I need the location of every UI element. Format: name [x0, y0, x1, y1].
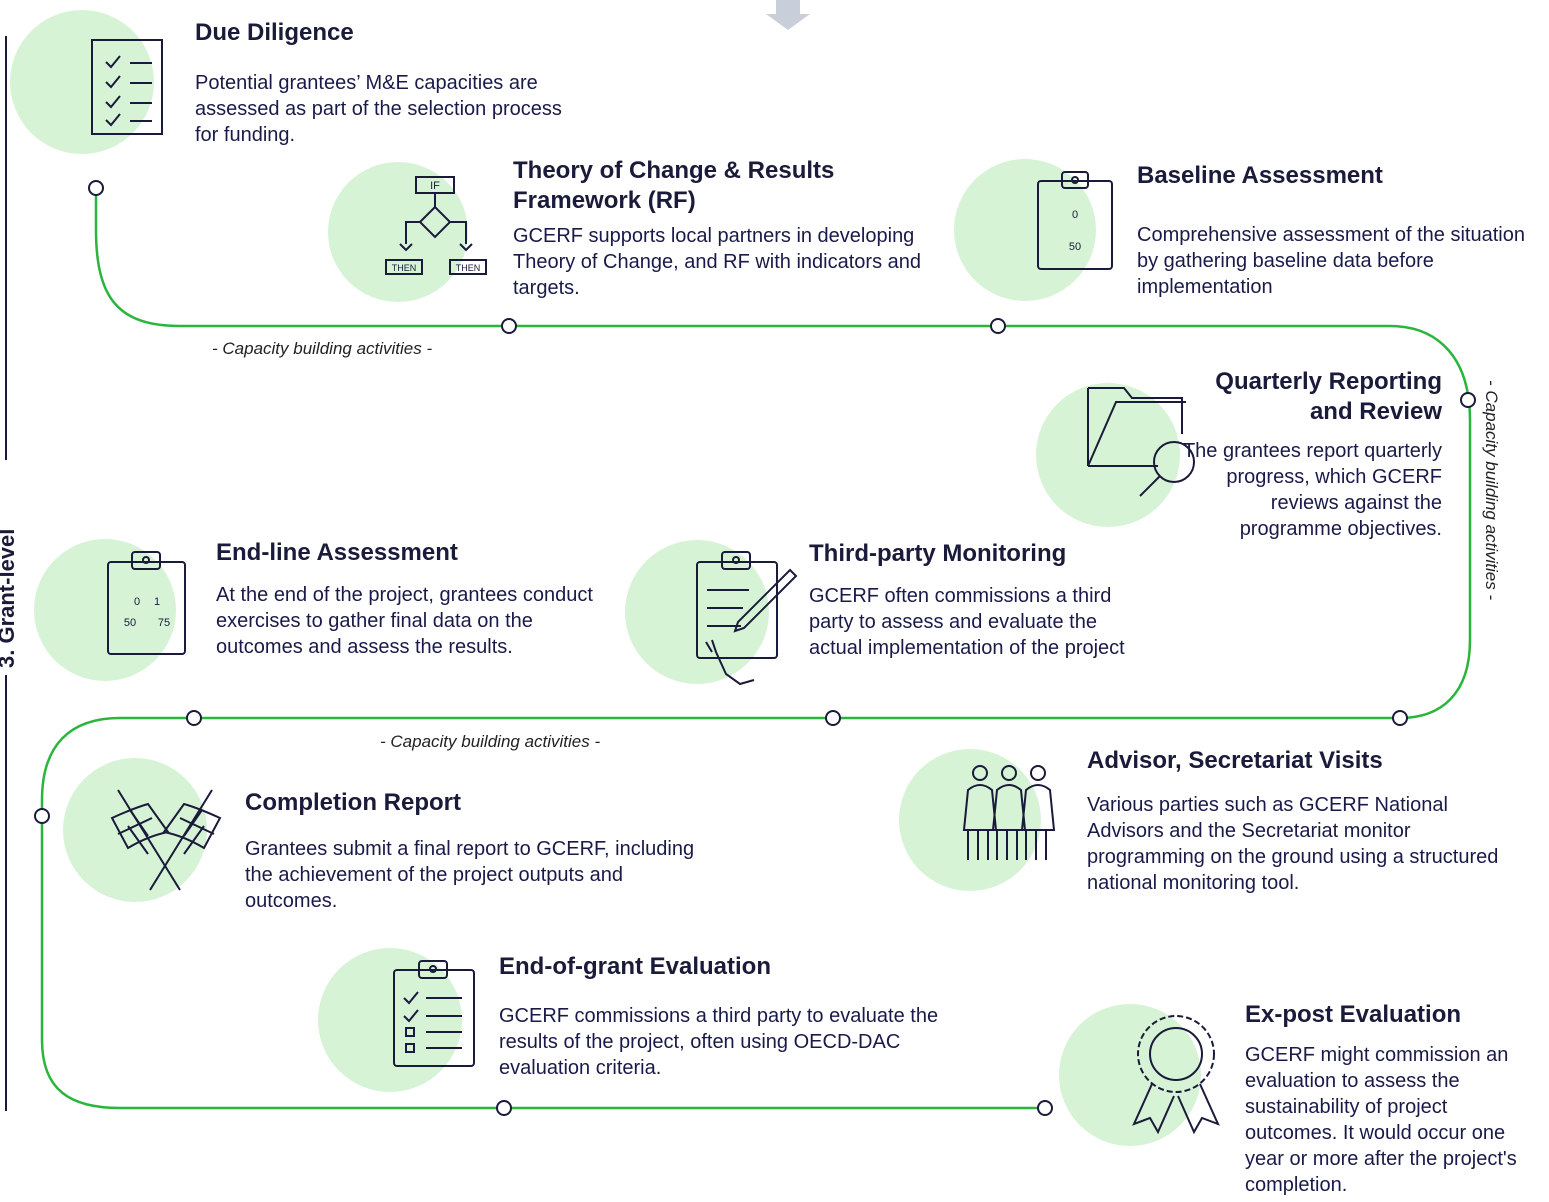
then-label: THEN — [456, 263, 481, 273]
timeline-path — [40, 188, 1472, 1110]
ex-post-title: Ex-post Evaluation — [1245, 1001, 1462, 1028]
bg-advisor — [899, 749, 1041, 891]
node — [34, 808, 50, 824]
bg-theory — [328, 162, 468, 302]
node — [825, 710, 841, 726]
node — [496, 1100, 512, 1116]
node — [990, 318, 1006, 334]
baseline-desc: Comprehensive assessment of the situatio… — [1137, 224, 1525, 298]
bg-completion — [63, 758, 207, 902]
node — [1037, 1100, 1053, 1116]
flowchart-icon — [385, 176, 487, 275]
endline-desc: At the end of the project, grantees cond… — [216, 584, 593, 658]
advisor-desc: Various parties such as GCERF National A… — [1087, 794, 1499, 894]
baseline-value-0: 0 — [1072, 209, 1078, 221]
baseline-title: Baseline Assessment — [1137, 162, 1383, 189]
clipboard-icon — [1037, 171, 1113, 270]
node — [88, 180, 104, 196]
folder-search-icon — [1087, 387, 1195, 497]
third-party-desc: GCERF often commissions a third party to… — [809, 585, 1125, 659]
quarterly-desc: The grantees report quarterly progress, … — [1182, 440, 1442, 540]
node — [186, 710, 202, 726]
advisor-title: Advisor, Secretariat Visits — [1087, 747, 1383, 774]
timeline-nodes — [34, 180, 1476, 1116]
third-party-title: Third-party Monitoring — [809, 540, 1067, 567]
endline-value-50: 50 — [124, 617, 136, 629]
due-diligence-desc: Potential grantees’ M&E capacities are a… — [195, 72, 562, 146]
ex-post-desc: GCERF might commission an evaluation to … — [1245, 1044, 1517, 1196]
checkered-flags-icon — [110, 789, 222, 891]
endline-value-75: 75 — [158, 617, 170, 629]
side-rule-top — [5, 36, 7, 460]
clipboard-icon — [107, 551, 186, 655]
capacity-label-vertical: - Capacity building activities - — [1482, 380, 1501, 601]
quarterly-title: Quarterly Reporting and Review — [1215, 368, 1442, 425]
side-rule-bottom — [5, 675, 7, 1111]
completion-desc: Grantees submit a final report to GCERF,… — [245, 838, 695, 912]
endline-title: End-line Assessment — [216, 539, 458, 566]
down-arrow-icon — [766, 0, 810, 30]
side-label: 3. Grant-level — [0, 528, 19, 668]
capacity-label-2: - Capacity building activities - — [380, 732, 601, 751]
completion-title: Completion Report — [245, 789, 461, 816]
checklist-icon — [91, 39, 163, 135]
if-label: IF — [430, 180, 440, 192]
theory-desc: GCERF supports local partners in develop… — [513, 225, 921, 299]
due-diligence-title: Due Diligence — [195, 19, 354, 46]
baseline-value-50: 50 — [1069, 241, 1081, 253]
clipboard-checklist-icon — [393, 960, 475, 1067]
icon-backgrounds — [10, 10, 1201, 1146]
bg-ex-post — [1059, 1004, 1201, 1146]
then-label: THEN — [392, 263, 417, 273]
node — [1460, 392, 1476, 408]
bg-quarterly — [1036, 383, 1180, 527]
theory-title: Theory of Change & Results Framework (RF… — [513, 157, 835, 214]
endline-value-0: 0 — [134, 596, 140, 608]
endline-value-1: 1 — [154, 596, 160, 608]
end-of-grant-desc: GCERF commissions a third party to evalu… — [499, 1005, 939, 1079]
award-rosette-icon — [1132, 1015, 1220, 1135]
capacity-label-1: - Capacity building activities - — [212, 339, 433, 358]
node — [501, 318, 517, 334]
people-icon — [962, 765, 1056, 860]
bg-end-of-grant — [318, 948, 462, 1092]
end-of-grant-title: End-of-grant Evaluation — [499, 953, 771, 980]
bg-baseline — [954, 159, 1096, 301]
bg-endline — [34, 539, 176, 681]
clipboard-pencil-icon — [696, 551, 798, 686]
node — [1392, 710, 1408, 726]
